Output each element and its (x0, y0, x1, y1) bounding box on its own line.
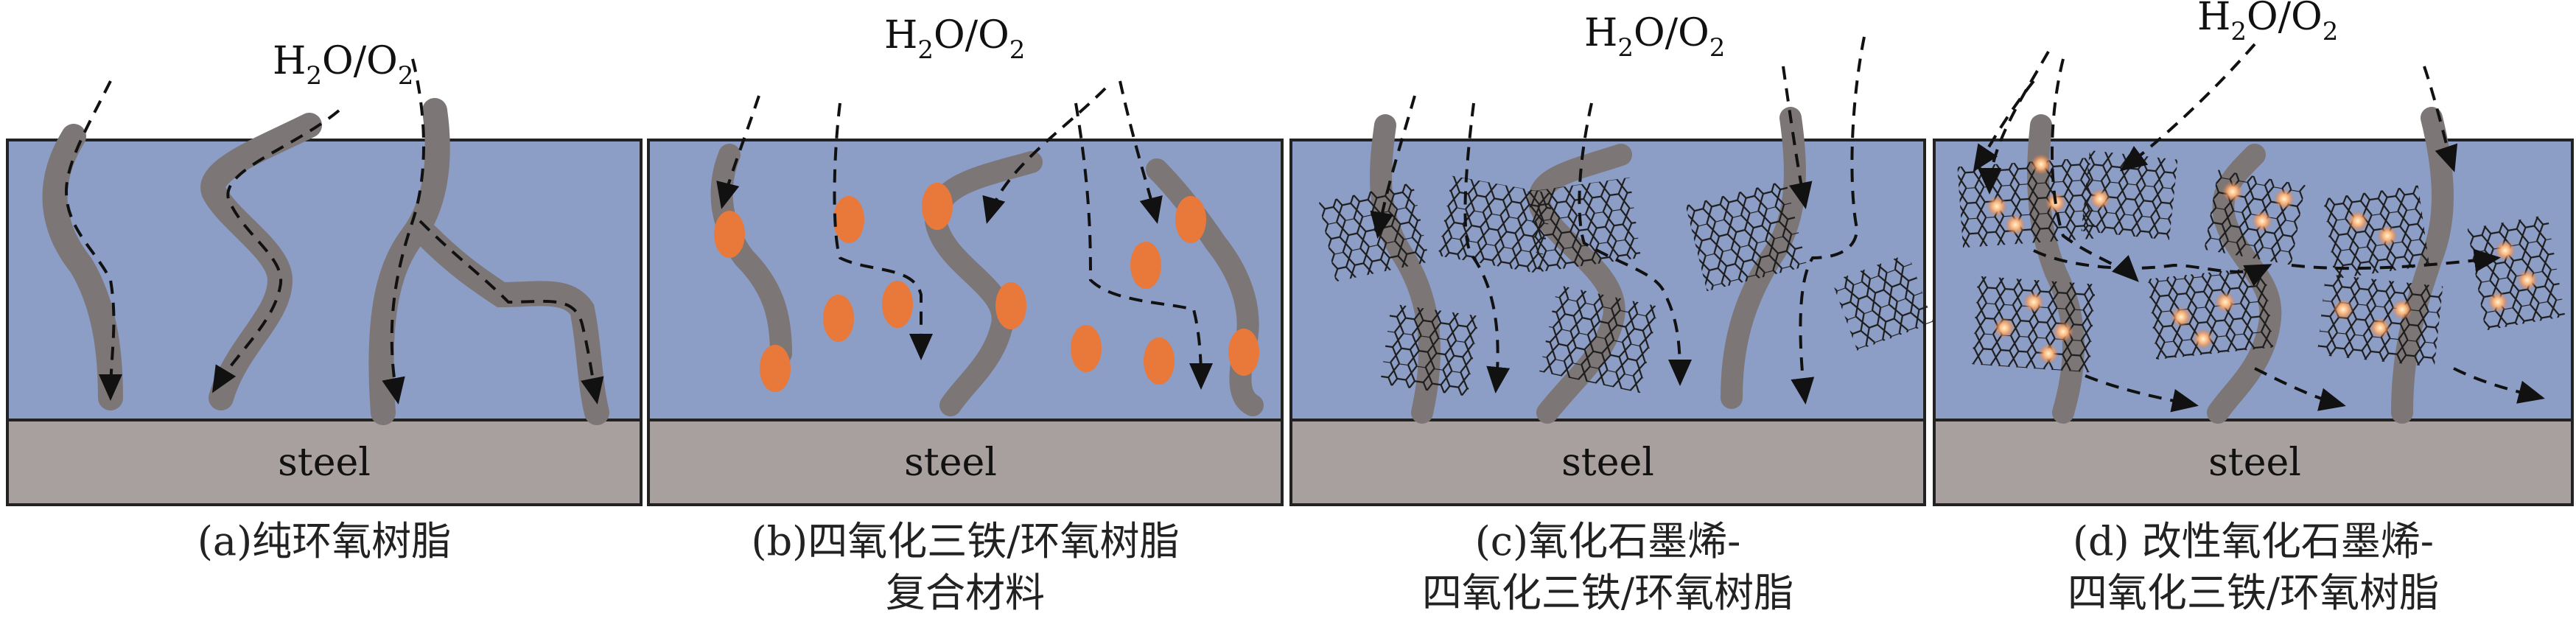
h2o-o2-label: H2O/O2 (884, 13, 1025, 65)
caption-line-1: (b)四氧化三铁/环氧树脂 (648, 516, 1282, 567)
fe3o4-particle (1144, 337, 1175, 385)
glowing-particle (2488, 292, 2508, 312)
panel-caption-c: (c)氧化石墨烯- 四氧化三铁/环氧树脂 (1291, 516, 1925, 619)
h2o-o2-label: H2O/O2 (273, 39, 413, 91)
glowing-particle (2377, 225, 2398, 246)
fe3o4-particle (995, 282, 1026, 329)
caption-line-1: (d) 改性氧化石墨烯- (1934, 516, 2572, 567)
fe3o4-particle (760, 345, 791, 392)
glowing-particle (2031, 154, 2051, 175)
steel-label: steel (1561, 441, 1654, 485)
panel-d: steel H2O/O2 (1934, 0, 2572, 505)
glowing-particle (2370, 318, 2390, 338)
fe3o4-particle (882, 281, 913, 328)
caption-line-1: (c)氧化石墨烯- (1291, 516, 1925, 567)
graphene-sheet (1380, 304, 1479, 396)
glowing-particle (2090, 189, 2110, 209)
h2o-o2-label: H2O/O2 (2197, 0, 2338, 46)
panel-b: steel H2O/O2 (648, 13, 1282, 505)
graphene-sheet (1527, 178, 1641, 272)
glowing-particle (2023, 292, 2044, 312)
caption-line-2: 复合材料 (648, 567, 1282, 619)
fe3o4-particle (1130, 242, 1161, 289)
panel-a: steel H2O/O2 (7, 39, 641, 505)
caption-line-2: 四氧化三铁/环氧树脂 (1934, 567, 2572, 619)
glowing-particle (2222, 181, 2243, 202)
glowing-particle (2252, 211, 2272, 231)
graphene-sheet (1957, 158, 2095, 248)
fe3o4-particle (833, 196, 864, 243)
glowing-particle (2348, 211, 2368, 231)
glowing-particle (2193, 329, 2213, 349)
glowing-particle (2517, 270, 2538, 290)
caption-line-2: 四氧化三铁/环氧树脂 (1291, 567, 1925, 619)
panel-caption-a: (a)纯环氧树脂 (7, 516, 641, 567)
glowing-particle (2274, 189, 2295, 209)
glowing-particle (2171, 307, 2191, 327)
glowing-particle (2333, 299, 2353, 320)
glowing-particle (2495, 240, 2516, 261)
graphene-sheet (1972, 276, 2096, 373)
glowing-particle (1994, 318, 2015, 338)
panel-caption-b: (b)四氧化三铁/环氧树脂 复合材料 (648, 516, 1282, 619)
panel-caption-d: (d) 改性氧化石墨烯- 四氧化三铁/环氧树脂 (1934, 516, 2572, 619)
h2o-o2-label: H2O/O2 (1584, 11, 1725, 63)
fe3o4-particle (714, 211, 745, 258)
fe3o4-particle (1175, 196, 1206, 243)
glowing-particle (2215, 292, 2236, 312)
caption-line-1: (a)纯环氧树脂 (7, 516, 641, 567)
panel-c: steel H2O/O2 (1291, 11, 1933, 505)
glowing-particle (1987, 196, 2007, 217)
fe3o4-particle (922, 183, 953, 230)
fe3o4-particle (823, 295, 854, 342)
glowing-particle (2392, 299, 2412, 320)
steel-label: steel (904, 441, 997, 485)
glowing-particle (2053, 321, 2073, 342)
glowing-particle (2038, 343, 2059, 364)
steel-label: steel (2208, 441, 2301, 485)
steel-label: steel (278, 441, 371, 485)
glowing-particle (2005, 214, 2026, 235)
fe3o4-particle (1228, 329, 1259, 376)
fe3o4-particle (1071, 325, 1102, 372)
